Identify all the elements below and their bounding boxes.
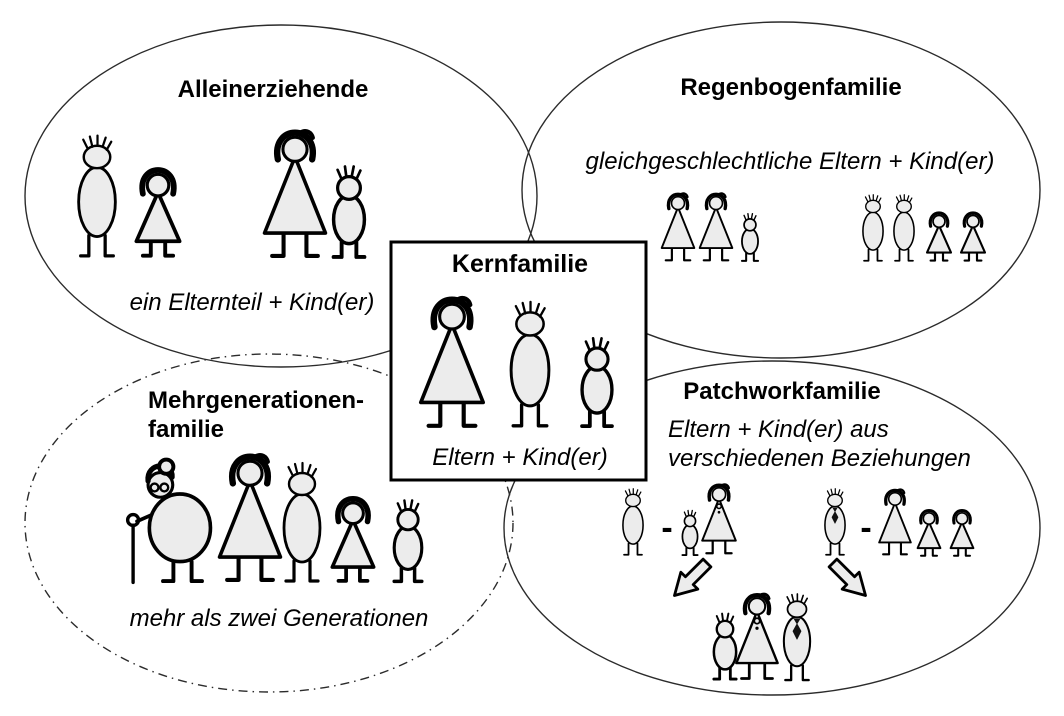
mehrgenerationenfamilie-title-line2: familie xyxy=(148,416,224,443)
separator-dash: - xyxy=(860,509,871,547)
kernfamilie-title: Kernfamilie xyxy=(452,250,588,278)
mehrgenerationenfamilie-title-line1: Mehrgenerationen- xyxy=(148,387,364,414)
patchworkfamilie-ellipse xyxy=(503,360,1041,696)
mehrgenerationenfamilie-ellipse xyxy=(24,353,514,693)
regenbogenfamilie-ellipse xyxy=(521,21,1041,359)
kernfamilie-description: Eltern + Kind(er) xyxy=(432,444,607,471)
patchworkfamilie-right-group: - xyxy=(825,487,975,558)
alleinerziehende-ellipse xyxy=(24,24,538,368)
regenbogenfamilie-title: Regenbogenfamilie xyxy=(680,74,901,101)
patchworkfamilie-description-line1: Eltern + Kind(er) aus xyxy=(668,416,889,443)
patchworkfamilie-description-line2: verschiedenen Beziehungen xyxy=(668,445,971,472)
patchworkfamilie-title: Patchworkfamilie xyxy=(683,378,880,405)
mehrgenerationenfamilie-description: mehr als zwei Generationen xyxy=(130,605,429,632)
separator-dash: - xyxy=(661,509,672,547)
patchworkfamilie-left-group: - xyxy=(622,484,736,556)
regenbogenfamilie-description: gleichgeschlechtliche Eltern + Kind(er) xyxy=(586,148,995,175)
alleinerziehende-description: ein Elternteil + Kind(er) xyxy=(130,289,375,316)
alleinerziehende-title: Alleinerziehende xyxy=(178,76,369,103)
